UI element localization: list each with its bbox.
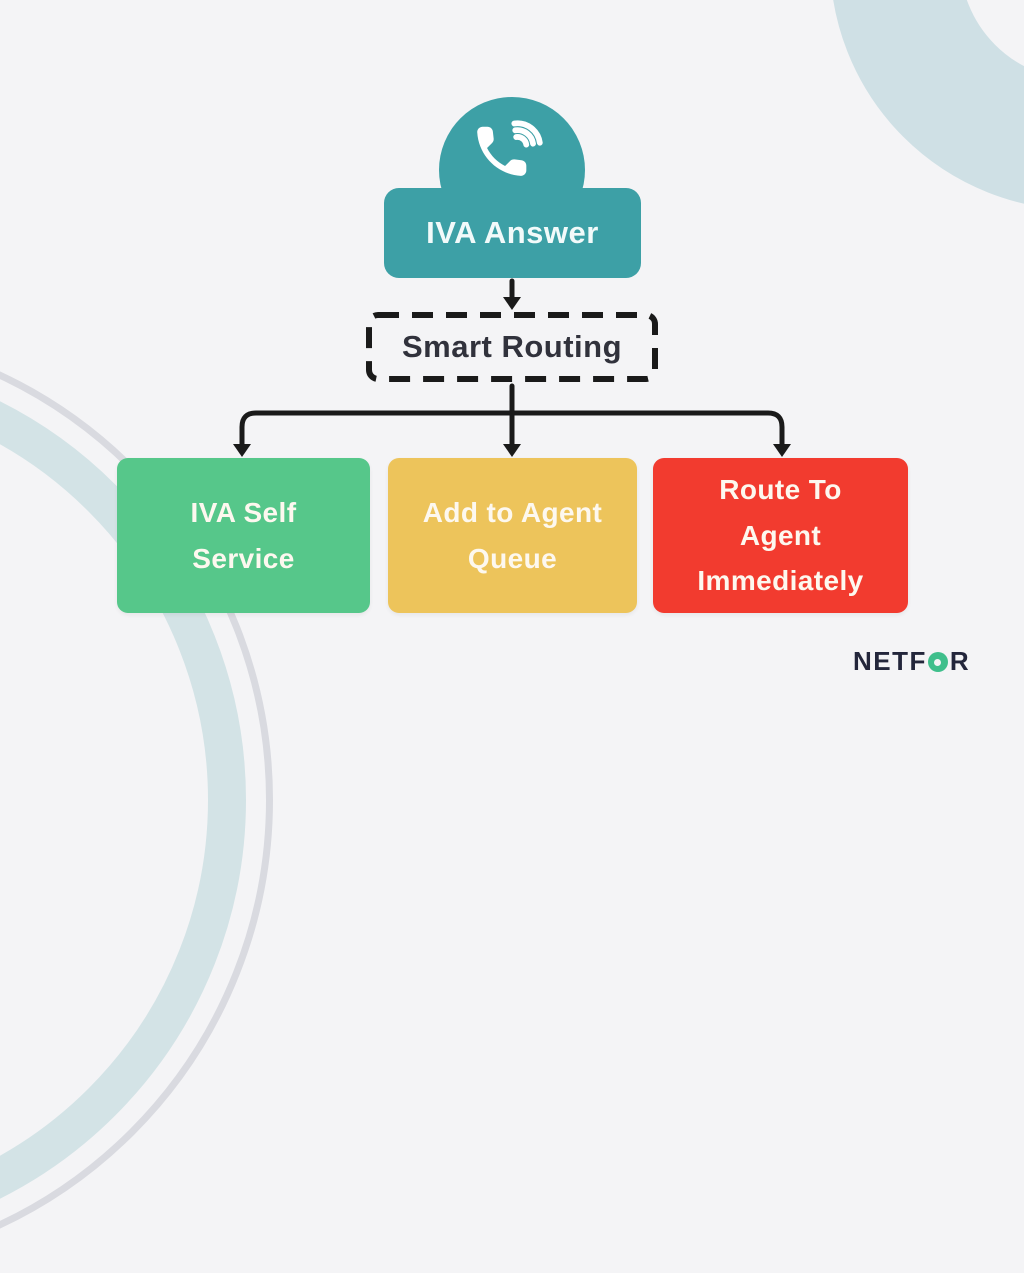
netfor-logo-text-right: R bbox=[949, 645, 971, 676]
node-route-to-agent-immediately-label: Route To Agent Immediately bbox=[697, 474, 864, 597]
flowchart: IVA Answer Smart Routing IVA Self Servic… bbox=[117, 97, 908, 613]
node-smart-routing: Smart Routing bbox=[365, 311, 659, 383]
node-route-to-agent-immediately: Route To Agent Immediately bbox=[653, 458, 908, 613]
node-add-to-agent-queue-label: Add to Agent Queue bbox=[422, 497, 603, 574]
netfor-logo: NETF R bbox=[853, 646, 970, 676]
green-donut-o-icon bbox=[927, 652, 948, 672]
node-iva-answer: IVA Answer bbox=[384, 188, 641, 278]
node-iva-answer-label: IVA Answer bbox=[426, 215, 599, 250]
node-smart-routing-label: Smart Routing bbox=[401, 329, 623, 364]
connector-arrows bbox=[233, 278, 791, 457]
netfor-logo-text-left: NETF bbox=[853, 645, 927, 676]
phone-in-talk-icon bbox=[477, 120, 543, 176]
green-donut-o-hole bbox=[934, 658, 942, 666]
dashed-border bbox=[366, 312, 658, 382]
node-add-to-agent-queue: Add to Agent Queue bbox=[388, 458, 637, 613]
node-iva-self-service: IVA Self Service bbox=[117, 458, 370, 613]
node-iva-self-service-label: IVA Self Service bbox=[190, 497, 297, 574]
